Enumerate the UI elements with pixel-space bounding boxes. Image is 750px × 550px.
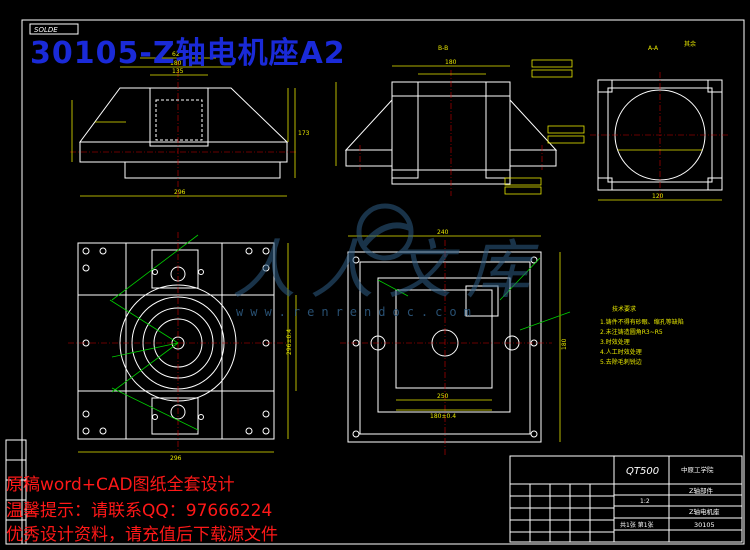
dim-plan-side: 296±0.4 [286, 329, 293, 355]
dim-front-boss: 62 [172, 51, 180, 58]
section-label-bb: B-B [438, 45, 448, 52]
dim-bottom-top: 240 [437, 229, 449, 236]
dim-bottom-inner-a: 250 [437, 393, 449, 400]
plan-view-right [340, 235, 571, 455]
watermark-text: 人人文库 [232, 234, 544, 308]
tech-note-1: 1.铸件不得有砂眼、缩孔等缺陷 [600, 318, 684, 326]
title-block [5, 439, 743, 545]
front-view [70, 57, 296, 200]
part-tag: SOLDE [34, 26, 58, 34]
tb-drawing-no: 30105 [694, 521, 715, 529]
section-view [335, 59, 585, 196]
notes-heading: 技术要求 [612, 305, 636, 313]
dim-plan-overall: 296 [170, 455, 182, 462]
tech-note-5: 5.去除毛刺锐边 [600, 358, 642, 366]
tb-scale: 1:2 [640, 498, 650, 505]
promo-line-3: 优秀设计资料，请充值后下载源文件 [6, 525, 278, 545]
dim-bottom-inner-b: 180±0.4 [430, 413, 456, 420]
tech-note-4: 4.人工时效处理 [600, 348, 642, 356]
section-label-aa: A-A [648, 45, 659, 52]
drawing-frame [21, 19, 745, 545]
tb-material: QT500 [626, 466, 659, 477]
tech-note-3: 3.时效处理 [600, 338, 630, 346]
dim-front-inner: 135 [172, 68, 184, 75]
dim-end-width: 120 [652, 193, 664, 200]
tb-sheet: 共1张 第1张 [620, 521, 654, 529]
tb-school: 中原工学院 [681, 465, 714, 474]
dim-front-overall: 296 [174, 189, 186, 196]
tb-part-name-top: Z轴部件 [689, 486, 713, 495]
watermark-url: www.renrendoc.com [236, 305, 478, 319]
dim-front-top: 180 [170, 60, 182, 67]
tech-note-2: 2.未注铸造圆角R3~R5 [600, 328, 663, 336]
page-title: 30105-Z轴电机座A2 [30, 36, 346, 71]
dim-bottom-side: 180 [561, 338, 568, 350]
promo-line-2: 温馨提示：请联系QQ：97666224 [6, 501, 273, 521]
end-view [590, 72, 730, 201]
dim-front-height: 173 [298, 130, 310, 137]
roughness-note: 其余 [684, 40, 696, 48]
promo-line-1: 原稿word+CAD图纸全套设计 [6, 475, 235, 495]
part-tag-box [29, 23, 79, 35]
tb-part-name: Z轴电机座 [689, 507, 720, 516]
plan-view-left [68, 232, 297, 453]
dim-section-width: 180 [445, 59, 457, 66]
